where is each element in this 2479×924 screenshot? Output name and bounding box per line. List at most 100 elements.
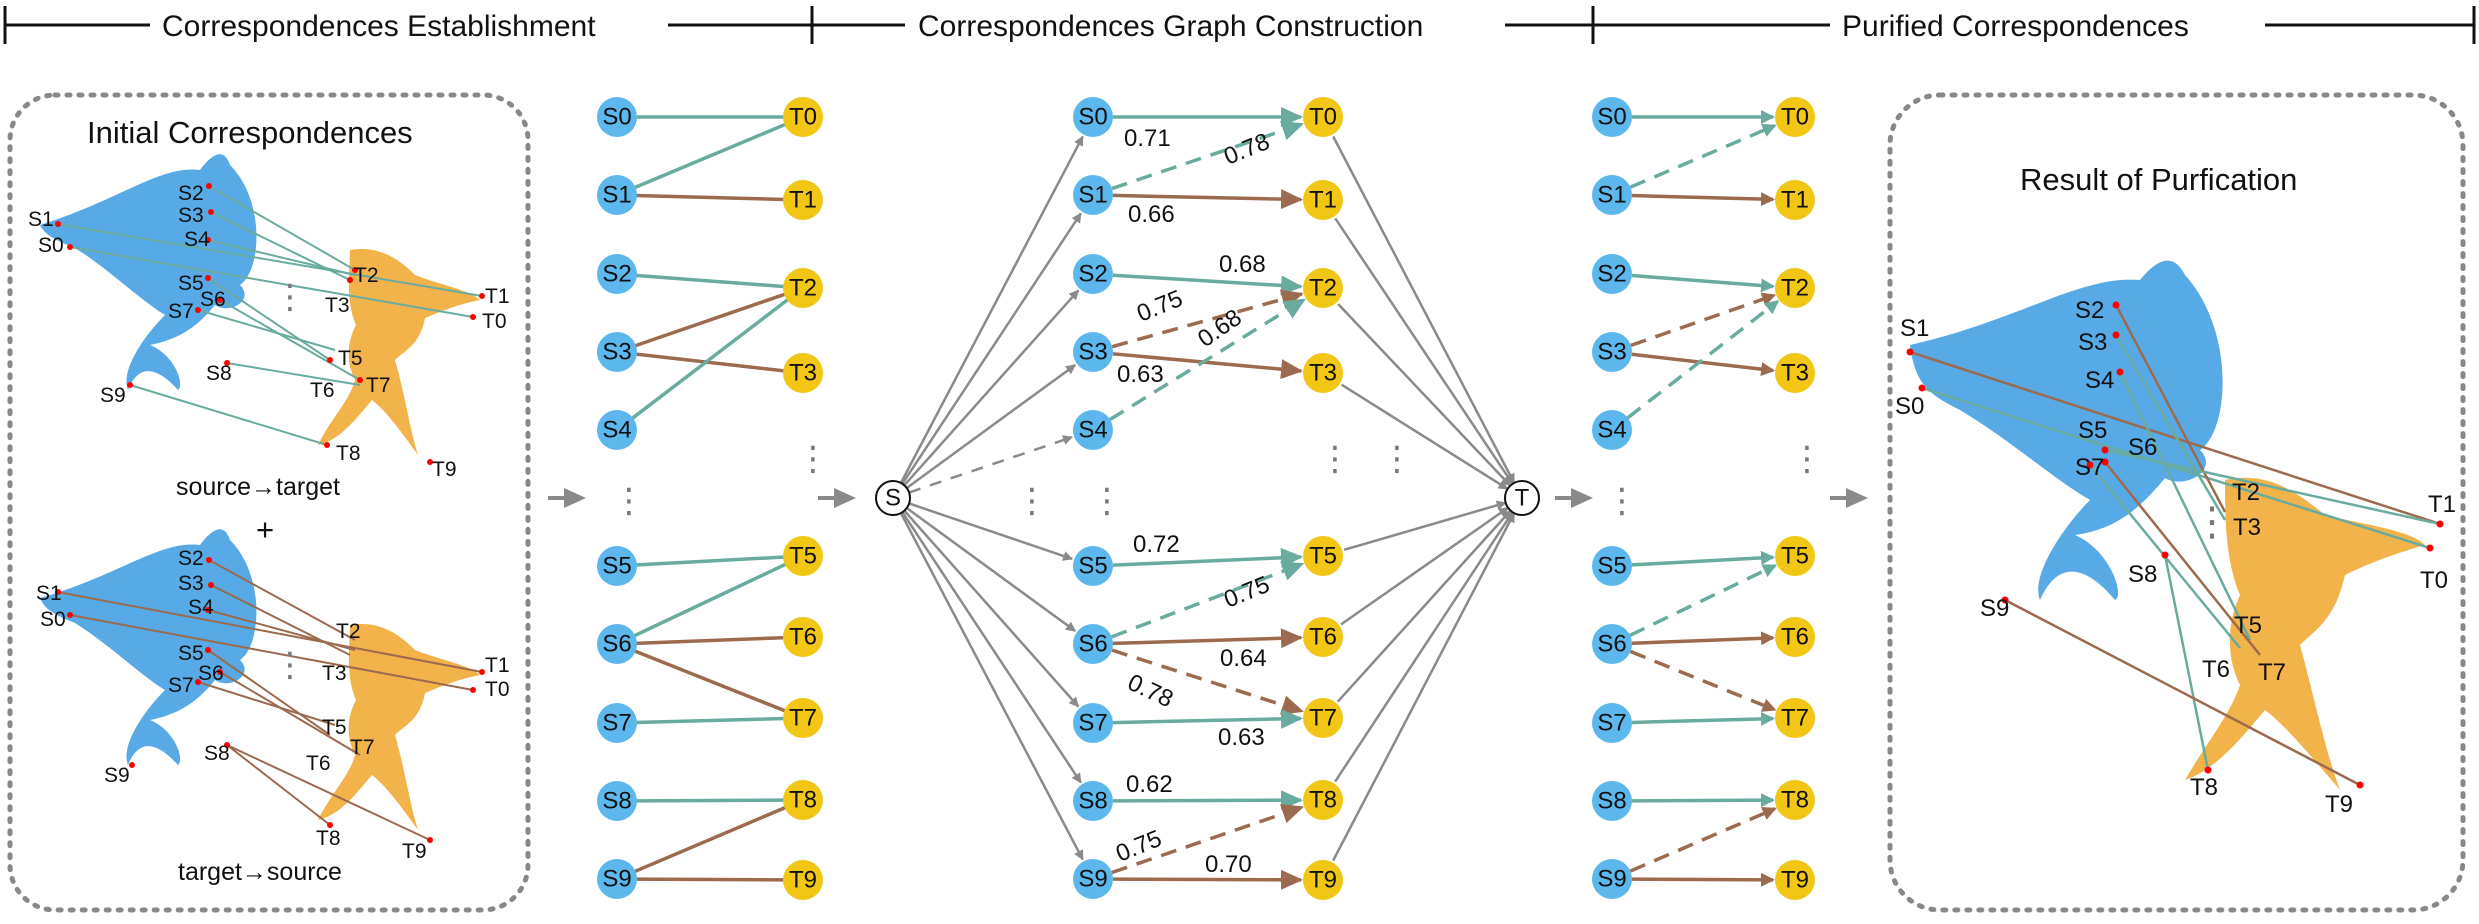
section-header: [3, 6, 2476, 44]
target-node-label: T8: [1309, 787, 1337, 814]
cloud-label: T8: [2190, 774, 2218, 801]
source-node-label: S9: [1597, 866, 1626, 893]
flow-edge-S9-T9: [1112, 869, 1304, 890]
source-node-S0: [597, 97, 637, 137]
sink-flow-edge: [1337, 303, 1512, 487]
cloud-label: T5: [338, 347, 363, 370]
edge-weight: 0.71: [1124, 125, 1171, 152]
sink-flow-edge: [1332, 135, 1516, 484]
target-node-label: T3: [789, 360, 817, 387]
source-node-S7: [1592, 703, 1632, 743]
cloud-label: T1: [2428, 491, 2456, 518]
target-node-T0: [1775, 97, 1815, 137]
source-node-S6: [597, 624, 637, 664]
source-node-S5: [1073, 546, 1113, 586]
edge-S3-T3: [616, 350, 804, 375]
sink-flow-edge: [1340, 506, 1509, 626]
purified-edge-S9-T8: [1629, 807, 1777, 873]
source-node-S4: [597, 410, 637, 450]
target-node-T2: [783, 268, 823, 308]
ellipsis: ⋮: [273, 646, 307, 684]
target-node-T0: [783, 97, 823, 137]
source-node-S0: [1073, 97, 1113, 137]
cloud-label: S4: [184, 228, 210, 251]
target-node-T3: [1775, 353, 1815, 393]
flow-edge-S9-T8: [1111, 804, 1305, 875]
purified-edge-S5-T5: [1631, 550, 1776, 567]
source-node-S1: [597, 175, 637, 215]
source-node-S7: [1073, 703, 1113, 743]
flow-edge-S7-T7: [1112, 708, 1304, 729]
edge-S9-T8: [616, 798, 804, 881]
purification-result-frame: [1887, 92, 2466, 913]
source-node-S1: [1073, 175, 1113, 215]
target-node-label: T6: [1781, 624, 1809, 651]
cloud-label: S7: [2075, 454, 2104, 481]
target-node-label: T2: [1781, 275, 1809, 302]
source-flow-edge: [901, 212, 1082, 485]
source-node-label: S: [885, 485, 901, 512]
source-flow-edge: [899, 135, 1084, 484]
source-node-S8: [597, 781, 637, 821]
target-node-label: T9: [1309, 867, 1337, 894]
cloud-label: S9: [100, 384, 126, 407]
cloud-label: S1: [36, 582, 62, 605]
flow-edge-S3-T3: [1112, 352, 1304, 380]
target-node-label: T8: [1781, 787, 1809, 814]
cloud-label: T7: [366, 374, 391, 397]
sink-flow-edge: [1334, 511, 1514, 783]
cloud-label: T5: [2234, 612, 2262, 639]
cloud-label: S2: [178, 182, 204, 205]
target-node-label: T7: [1309, 705, 1337, 732]
source-node-S6: [1592, 624, 1632, 664]
target-node-T8: [783, 780, 823, 820]
target-node-T5: [1303, 536, 1343, 576]
flow-edge-S1-T1: [1112, 189, 1304, 210]
flow-edge-S8-T8: [1112, 790, 1304, 811]
cloud-label: T5: [322, 716, 347, 739]
ellipsis: ⋮: [1790, 440, 1824, 478]
sink-node: [1504, 480, 1540, 516]
source-node-label: S5: [602, 553, 631, 580]
target-node-label: T8: [789, 787, 817, 814]
source-flow-edge: [908, 435, 1074, 494]
source-node-label: S7: [602, 710, 631, 737]
source-node-S3: [1592, 332, 1632, 372]
ellipsis: ⋮: [796, 440, 830, 478]
cloud-label: S8: [2128, 561, 2157, 588]
target-node-label: T9: [789, 867, 817, 894]
section-title-right: Purified Correspondences: [1842, 10, 2189, 43]
caption-target-to-source: target→source: [178, 858, 342, 886]
edge-S5-T5: [616, 554, 804, 568]
source-node-label: S2: [1078, 261, 1107, 288]
target-node-T3: [1303, 353, 1343, 393]
cloud-label: S6: [198, 662, 224, 685]
purified-edge-S2-T2: [1631, 273, 1776, 293]
sink-flow-edge: [1340, 383, 1509, 491]
target-node-T3: [783, 353, 823, 393]
source-node-S5: [1592, 546, 1632, 586]
source-node-label: S1: [1078, 182, 1107, 209]
cloud-label: S3: [178, 204, 204, 227]
edge-weight: 0.70: [1205, 851, 1252, 878]
cloud-label: S7: [168, 300, 194, 323]
edge-weight: 0.62: [1126, 771, 1173, 798]
source-node-label: S6: [1597, 631, 1626, 658]
cloud-label: S0: [38, 234, 64, 257]
initial-correspondences-title: Initial Correspondences: [87, 115, 413, 150]
source-node-S6: [1073, 624, 1113, 664]
source-node-label: S4: [1597, 417, 1626, 444]
purified-edge-S7-T7: [1631, 711, 1776, 726]
cloud-label: S9: [1980, 595, 2009, 622]
cloud-label: S7: [168, 674, 194, 697]
source-node-label: S2: [602, 261, 631, 288]
source-flow-edge: [903, 509, 1080, 708]
cloud-label: T6: [2202, 656, 2230, 683]
purification-result-title: Result of Purfication: [2020, 162, 2297, 197]
target-node-label: T2: [1309, 275, 1337, 302]
cloud-label: T2: [2232, 479, 2260, 506]
target-node-T6: [1775, 617, 1815, 657]
cloud-label: S2: [2075, 297, 2104, 324]
